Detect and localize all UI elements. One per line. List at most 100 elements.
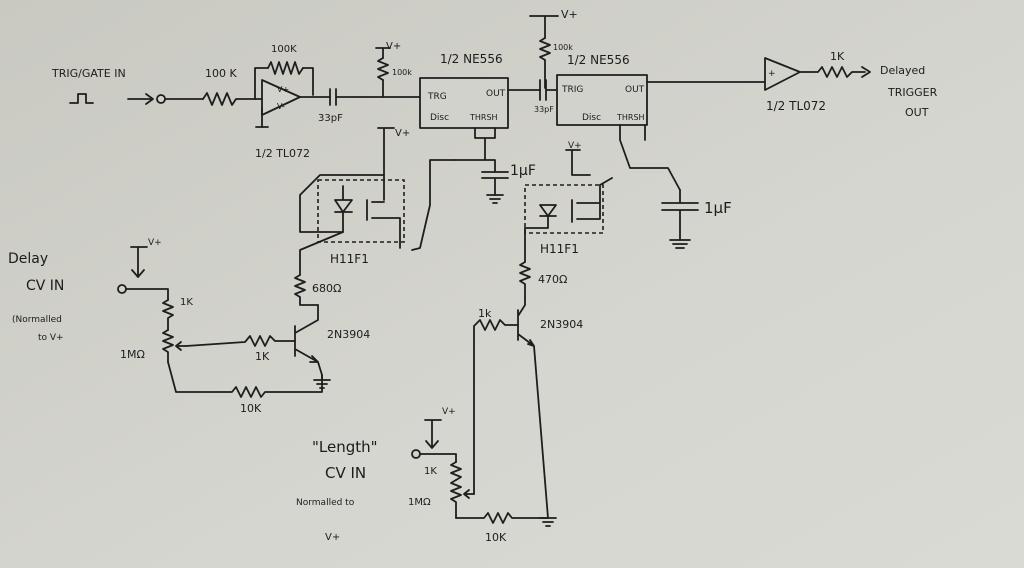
ne556-1-out: OUT [486, 89, 506, 99]
input-opamp-name: 1/2 TL072 [255, 147, 310, 160]
input-opamp-minus: V- [277, 102, 285, 111]
ground-cap1 [486, 194, 504, 204]
delay-cv-title-2: CV IN [26, 278, 64, 294]
r-100k-feedback [267, 61, 304, 75]
delay-supply-wire [130, 246, 148, 278]
length-cv-title-1: "Length" [312, 438, 378, 456]
r-470-length-label: 470Ω [538, 273, 567, 286]
transistor-delay-label: 2N3904 [327, 328, 370, 341]
ne556-1-trg: TRG [427, 92, 447, 102]
opamp-in-wire [254, 98, 263, 128]
ground-delay [313, 374, 331, 389]
r-470-length [519, 261, 531, 299]
opto2-fet [571, 184, 601, 223]
feedback-wire [254, 67, 314, 100]
input-stage: TRIG/GATE IN 100 K 100K V+ V- 33pF 1/2 T… [51, 41, 421, 160]
r-680-delay-label: 680Ω [312, 282, 341, 295]
output-label-3: OUT [905, 106, 929, 119]
output-r-label: 1K [830, 50, 845, 63]
delay-cv-jack [117, 284, 127, 294]
cap-1uf-second-label: 1µF [704, 199, 732, 217]
opto1-box [317, 179, 405, 243]
pot-1m-length-label: 1MΩ [408, 497, 431, 508]
opto2-box [524, 184, 604, 234]
r-10k-length-label: 10K [485, 531, 507, 544]
delay-cv-title-1: Delay [8, 251, 48, 267]
length-cv-note-1: Normalled to [296, 498, 355, 508]
length-bottom-wire [455, 512, 549, 524]
length-cv-channel: "Length" CV IN Normalled to V+ V+ 1K 1MΩ… [296, 261, 583, 544]
transistor-delay [294, 304, 323, 376]
r-100k-input [202, 92, 256, 106]
r-680-delay [294, 274, 319, 306]
optocoupler-second: H11F1 [524, 184, 604, 263]
opto1-supply-wire [377, 127, 395, 201]
cap-1uf-first [481, 171, 509, 196]
ne556-2-timing-wire [599, 124, 681, 191]
output-opamp [764, 57, 801, 91]
pullup1-supply: V+ [386, 41, 401, 52]
output-wire [799, 66, 866, 78]
length-base-wire [473, 319, 519, 495]
r-1k-length-top [450, 461, 462, 481]
output-opamp-sign: + [768, 69, 776, 79]
output-opamp-name: 1/2 TL072 [766, 99, 826, 113]
pullup2-r-label: 100k [553, 43, 573, 52]
input-opamp-plus: V+ [277, 85, 289, 94]
pullup2-supply: V+ [561, 8, 578, 21]
delay-cv-channel: Delay CV IN (Normalled to V+ V+ 1K 1MΩ 1… [8, 238, 370, 415]
r-100k-pullup2 [539, 37, 551, 61]
length-supply-wire [424, 419, 442, 449]
ne556-2-trig: TRIG [561, 85, 583, 95]
input-opamp [261, 79, 301, 116]
input-arrow [127, 93, 154, 105]
length-cv-title-2: CV IN [325, 464, 366, 482]
output-arrow [861, 66, 871, 78]
delay-jack-wire [125, 288, 169, 301]
r-10k-delay-label: 10K [240, 402, 262, 415]
ne556-1-thrsh: THRSH [469, 113, 498, 122]
ne556-1-name: 1/2 NE556 [440, 52, 503, 66]
pullup1-r-label: 100k [392, 68, 412, 77]
r-1k-delay-top [162, 299, 174, 331]
length-cv-jack [411, 449, 421, 459]
opto1-supply: V+ [395, 128, 410, 139]
length-cv-note-2: V+ [325, 532, 340, 543]
output-label-1: Delayed [880, 64, 925, 77]
ne556-second: 1/2 NE556 TRIG OUT Disc THRSH V+ 100k 1µ… [529, 8, 766, 249]
opto1-to-r680 [299, 231, 344, 276]
ne556-2-name: 1/2 NE556 [567, 53, 630, 67]
optocoupler-first: V+ H11F1 [299, 127, 410, 276]
transistor-length [517, 297, 549, 519]
cap-33pf-coupling-label: 33pF [534, 105, 554, 114]
cap-33pf-coupling [539, 79, 558, 101]
r-1k-delay-base-label: 1K [255, 350, 270, 363]
transistor-length-label: 2N3904 [540, 318, 583, 331]
cap-33pf-input [329, 88, 421, 106]
ground-cap2 [669, 239, 691, 249]
opto1-led [299, 174, 385, 233]
pullup2-wire [529, 15, 559, 89]
opto2-led [524, 204, 557, 229]
cap-33pf-input-label: 33pF [318, 113, 343, 124]
ne556-2-out: OUT [625, 85, 645, 95]
pulse-symbol [69, 93, 94, 104]
output-label-2: TRIGGER [887, 86, 938, 99]
r-1k-delay-top-label: 1K [180, 297, 193, 308]
ne556-1-disc: Disc [430, 113, 449, 123]
opto2-supply-wire [565, 149, 591, 176]
ne556-2-body [556, 74, 648, 126]
r-100k-feedback-label: 100K [271, 44, 297, 55]
opto1-label: H11F1 [330, 252, 369, 266]
r-1k-length-base-label: 1k [478, 307, 492, 320]
cap-1uf-first-label: 1µF [510, 163, 536, 179]
r-100k-input-label: 100 K [205, 67, 237, 80]
cap1-to-opto1-wire [411, 159, 456, 251]
length-jack-wire [419, 453, 457, 463]
delay-cv-note-1: (Normalled [12, 315, 62, 325]
ground-length [539, 517, 557, 527]
delay-bottom-wire [167, 361, 323, 398]
r-100k-pullup1 [377, 57, 389, 81]
